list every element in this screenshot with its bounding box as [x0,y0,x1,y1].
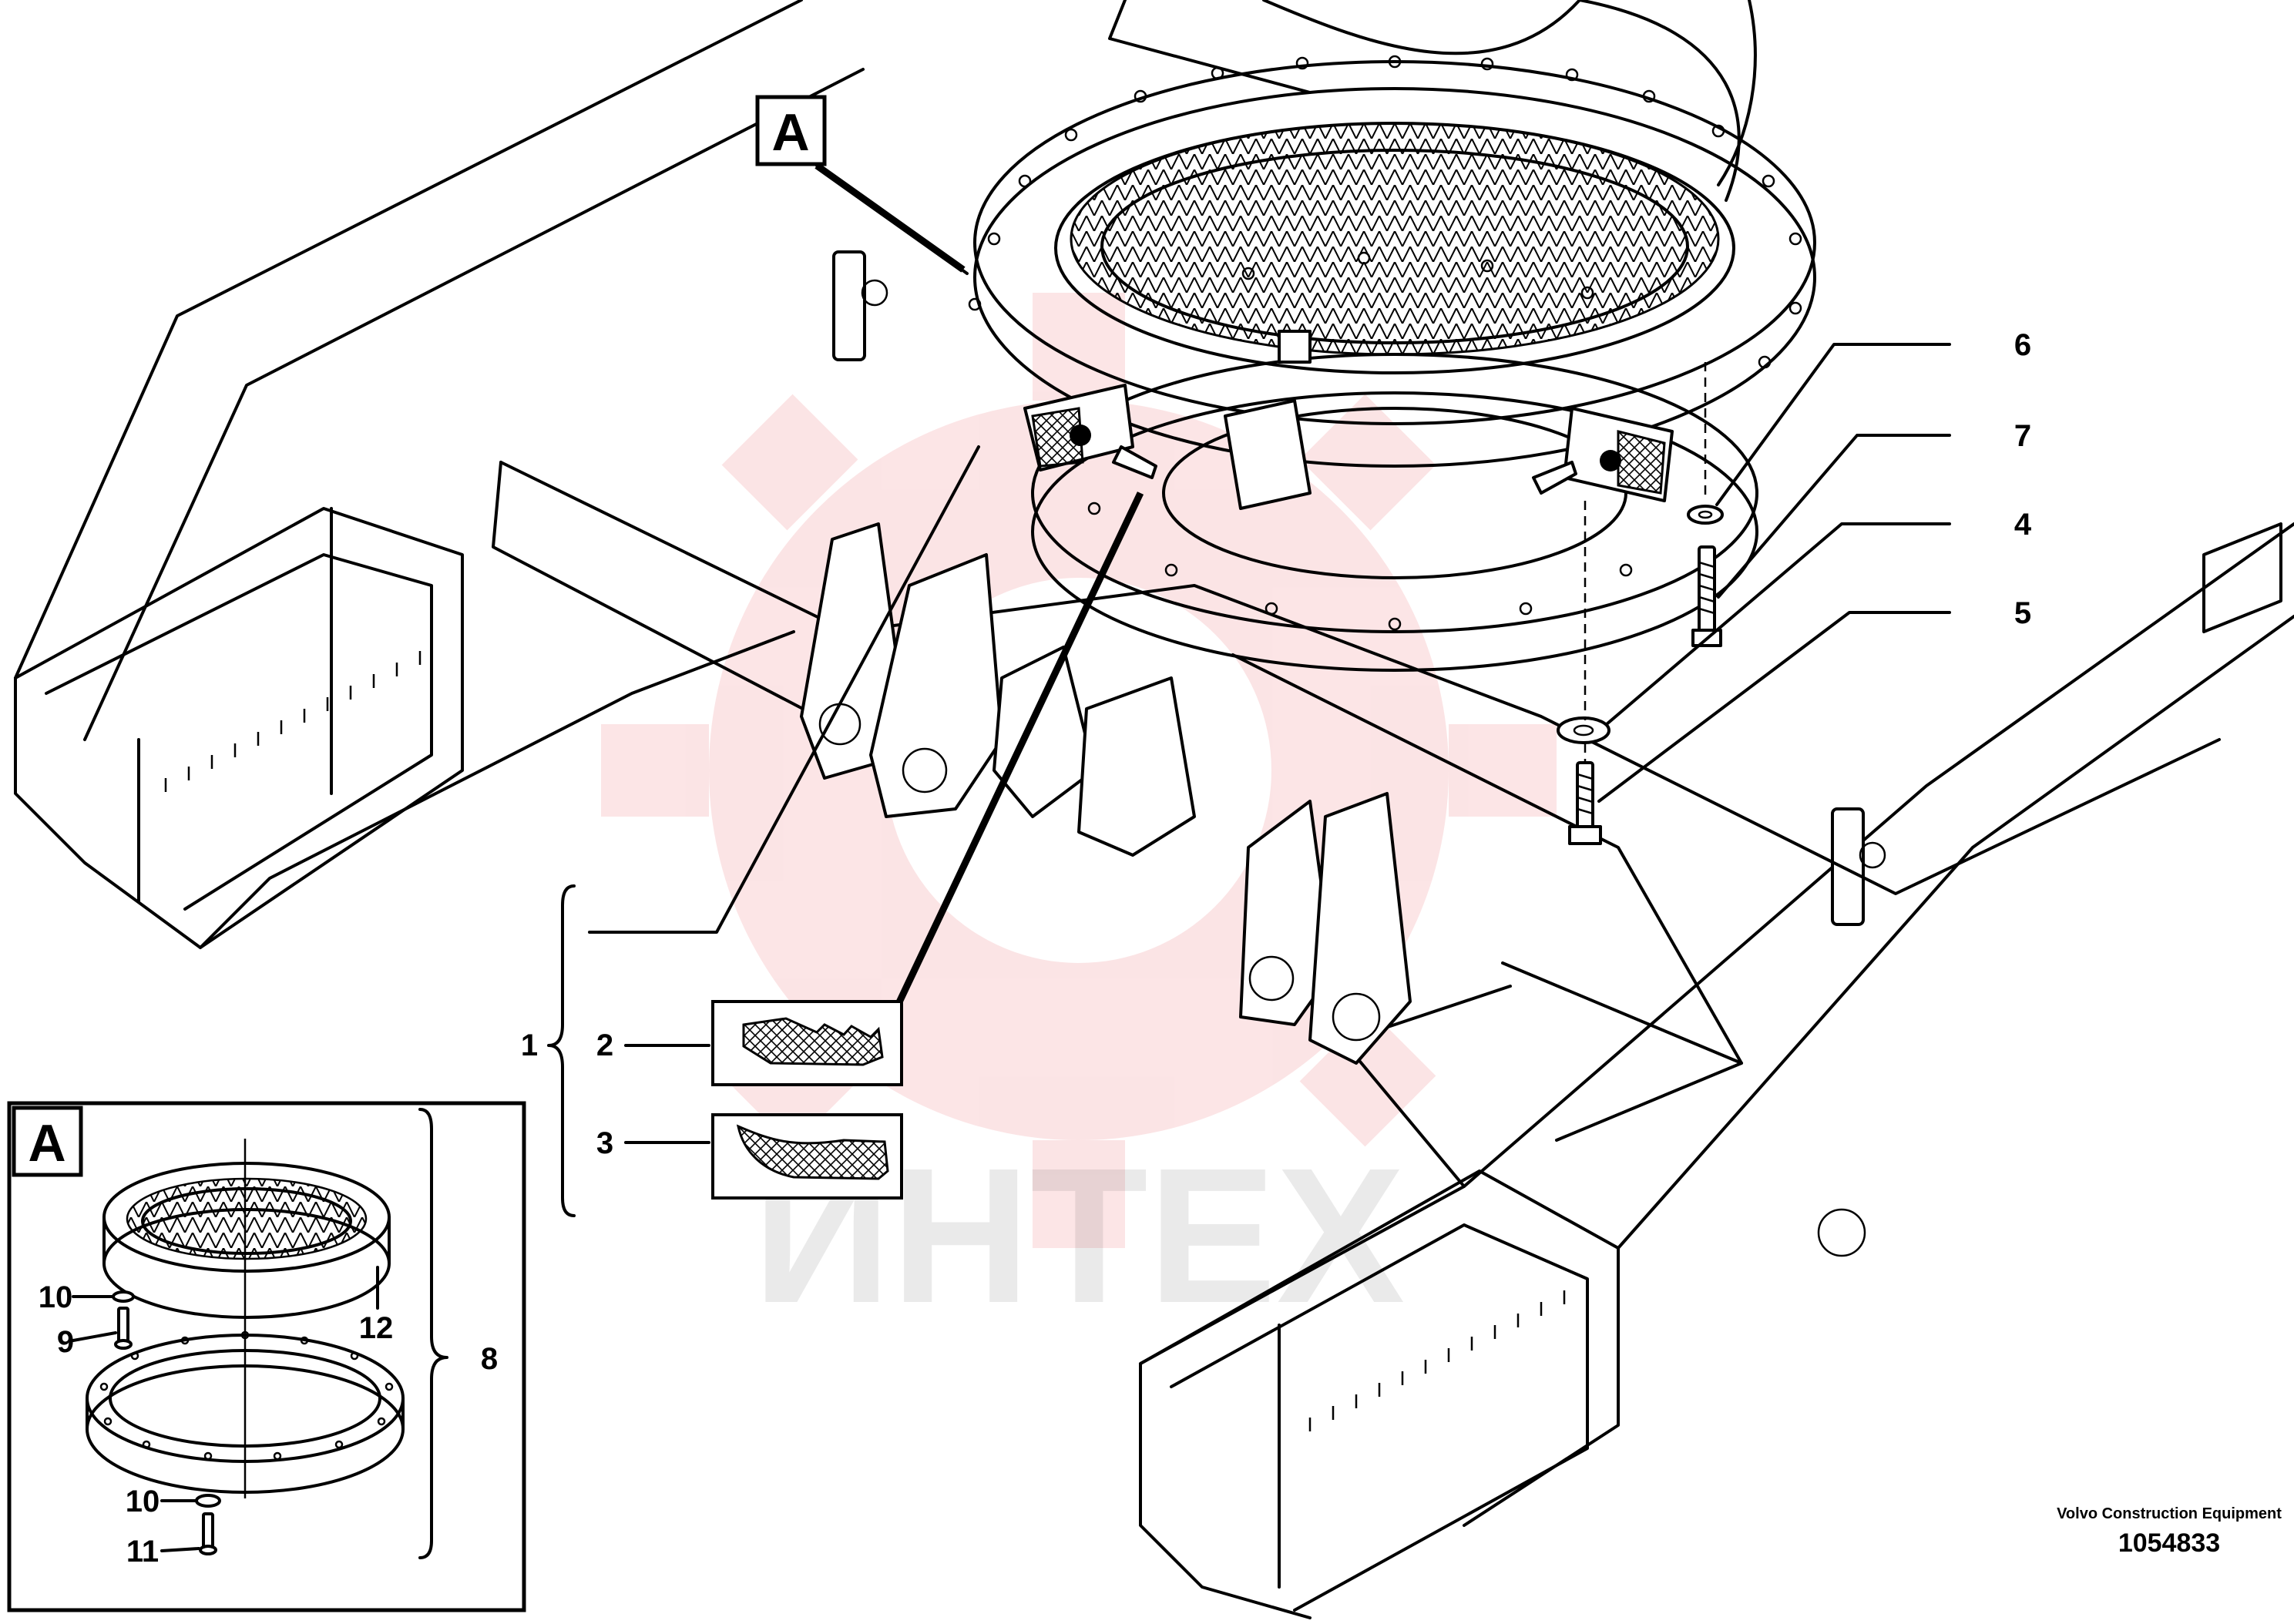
callout-12: 12 [359,1311,394,1345]
bolt-5 [1568,761,1602,845]
callout-6: 6 [2014,328,2031,362]
undercarriage-frame [14,0,2294,1619]
slewing-ring-main [968,55,1816,672]
left-frame-slots [164,651,422,792]
callout-9: 9 [57,1325,74,1359]
callouts: 1 2 3 4 5 6 7 8 9 10 10 11 12 [39,328,2032,1569]
callout-10-upper: 10 [39,1280,73,1314]
right-frame-slots [1308,1290,1566,1431]
seal-inset-3 [711,1113,903,1200]
svg-text:A: A [771,103,809,162]
bolt-9 [114,1307,133,1350]
drawing-credit: Volvo Construction Equipment 1054833 [2054,1505,2285,1559]
callout-5: 5 [2014,596,2031,630]
boom-brackets [800,522,1412,1065]
washer-10-lower [195,1494,221,1508]
brace-1 [547,884,576,1217]
seal-inset-2 [711,1000,903,1086]
washer-4 [1557,716,1611,744]
view-label-a-main: A [755,95,827,166]
callout-4: 4 [2014,508,2032,542]
brace-8 [418,1108,448,1559]
washer-10-upper [112,1290,135,1303]
internal-gear-ring-12 [102,1162,391,1319]
detail-view-a: A [7,1101,526,1612]
leader-lines [588,163,1951,1144]
callout-11: 11 [126,1535,159,1569]
callout-8: 8 [481,1342,498,1376]
manufacturer-name: Volvo Construction Equipment [2057,1505,2282,1522]
view-label-a-detail: A [28,1114,65,1173]
callout-7: 7 [2014,419,2031,453]
callout-1: 1 [521,1028,538,1062]
callout-3: 3 [596,1126,613,1160]
ring-bolt-holes [968,55,1802,631]
washer-6 [1687,505,1724,525]
drawing-number: 1054833 [2118,1528,2221,1558]
bolt-11 [199,1512,217,1555]
callout-10-lower: 10 [126,1485,160,1518]
callout-2: 2 [596,1028,613,1062]
